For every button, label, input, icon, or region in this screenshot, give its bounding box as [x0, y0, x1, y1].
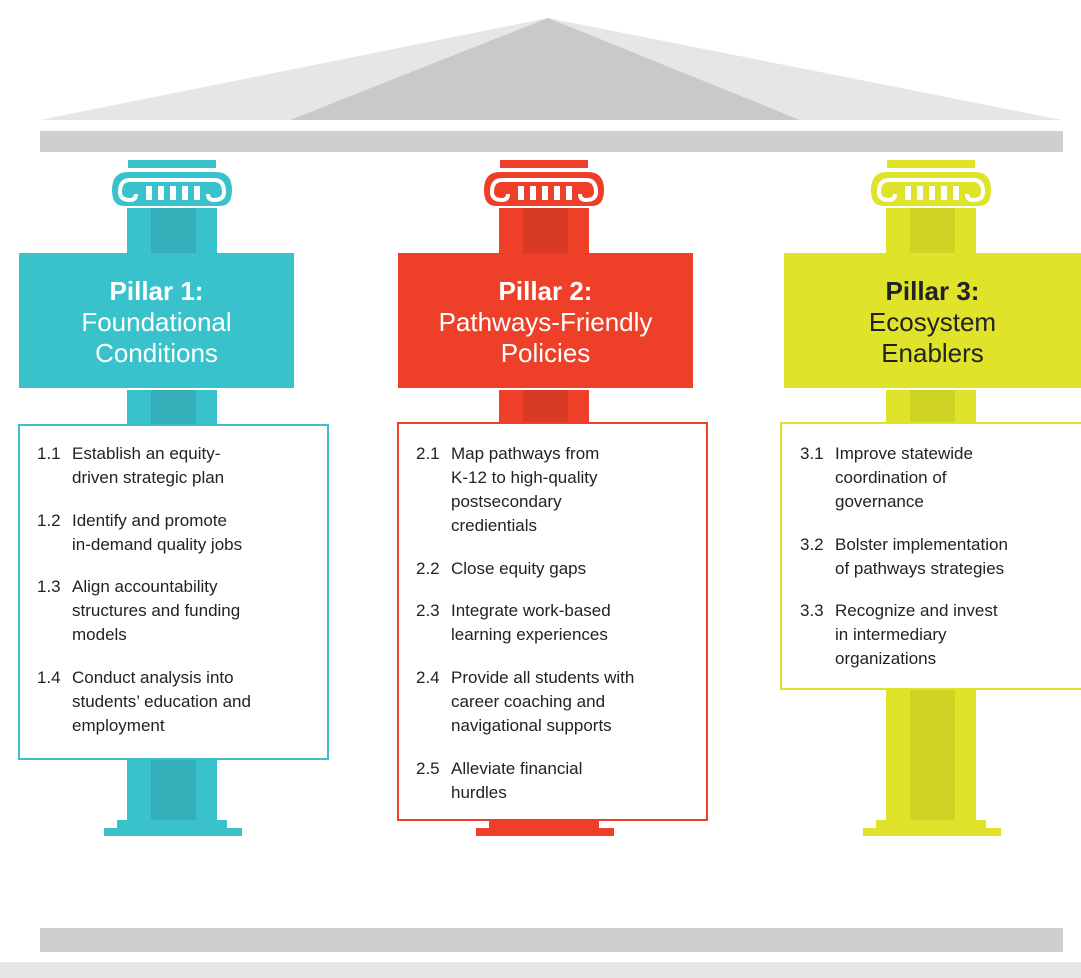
pillar-1-name-line-1: Foundational [81, 307, 232, 337]
item-text-line: Map pathways from [451, 444, 600, 463]
item-text-line: learning experiences [451, 625, 608, 644]
pillar-2-item-5: 2.5 Alleviate financial hurdles [416, 757, 701, 805]
item-text-line: Improve statewide [835, 444, 973, 463]
pillar-1-name-line-2: Conditions [95, 338, 218, 368]
item-text-line: navigational supports [451, 716, 612, 735]
item-number: 1.2 [37, 511, 61, 530]
item-number: 3.3 [800, 601, 824, 620]
item-text-line: Identify and promote [72, 511, 227, 530]
item-number: 3.2 [800, 535, 824, 554]
item-number: 2.2 [416, 559, 440, 578]
item-text-line: Align accountability [72, 577, 218, 596]
item-text-line: Close equity gaps [451, 559, 587, 578]
pillar-1-title-box [19, 253, 294, 388]
item-text-line: Integrate work-based [451, 601, 611, 620]
base-step-lower [0, 962, 1081, 978]
item-text-line: Establish an equity- [72, 444, 221, 463]
item-number: 1.4 [37, 668, 61, 687]
pillar-2-name-line-1: Pathways-Friendly [438, 307, 653, 337]
item-text-line: credientials [451, 516, 537, 535]
pillar-1-title: Pillar 1: Foundational Conditions [19, 276, 294, 369]
item-number: 3.1 [800, 444, 824, 463]
item-text-line: coordination of [835, 468, 947, 487]
item-text-line: hurdles [451, 783, 507, 802]
pillar-3-item-2: 3.2 Bolster implementation of pathways st… [800, 533, 1080, 581]
entablature [40, 131, 1063, 152]
pillar-1-item-3: 1.3 Align accountability structures and f… [37, 575, 322, 647]
pillar-3-title-box [784, 253, 1081, 388]
item-text-line: governance [835, 492, 924, 511]
pillar-1-item-1: 1.1 Establish an equity-driven strategic… [37, 442, 322, 490]
pillar-2-item-2: 2.2 Close equity gaps [416, 557, 701, 581]
item-text-line: postsecondary [451, 492, 562, 511]
item-text-line: of pathways strategies [835, 559, 1005, 578]
item-number: 1.1 [37, 444, 61, 463]
item-text-line: in intermediary [835, 625, 947, 644]
item-text-line: in-demand quality jobs [72, 535, 243, 554]
pillar-1-label: Pillar 1: [109, 276, 204, 306]
pillar-2-name-line-2: Policies [500, 338, 591, 368]
item-number: 2.4 [416, 668, 440, 687]
pillar-2-item-3: 2.3 Integrate work-based learning experie… [416, 599, 701, 647]
item-text-line: organizations [835, 649, 937, 668]
item-text-line: employment [72, 716, 165, 735]
pillar-1-item-2: 1.2 Identify and promote in-demand qualit… [37, 509, 322, 557]
pillar-3-name-line-2: Enablers [881, 338, 984, 368]
item-text-line: Bolster implementation [835, 535, 1008, 554]
pillar-2-title-box [398, 253, 693, 388]
pillar-3-title: Pillar 3: Ecosystem Enablers [784, 276, 1081, 369]
pillar-1-item-4: 1.4 Conduct analysis into students’ educa… [37, 666, 322, 738]
item-text-line: students’ education and [72, 692, 251, 711]
pillar-2-label: Pillar 2: [498, 276, 593, 306]
item-number: 2.3 [416, 601, 440, 620]
pillar-1-card [18, 424, 329, 760]
pillar-3-item-1: 3.1 Improve statewide coordination of gove… [800, 442, 1080, 514]
item-text-line: Conduct analysis into [72, 668, 234, 687]
item-number: 1.3 [37, 577, 61, 596]
item-text-line: structures and funding [72, 601, 241, 620]
item-number: 2.1 [416, 444, 440, 463]
base-step-upper [40, 928, 1063, 952]
item-text-line: Provide all students with [451, 668, 635, 687]
roof-shade [290, 18, 800, 120]
column-3 [863, 160, 1001, 836]
item-text-line: Alleviate financial [451, 759, 583, 778]
pillar-2-card [397, 422, 708, 821]
pillar-2-title: Pillar 2: Pathways-Friendly Policies [398, 276, 693, 369]
item-text-line: models [72, 625, 127, 644]
pillar-3-item-3: 3.3 Recognize and invest in intermediary o… [800, 599, 1080, 671]
item-text-line: career coaching and [451, 692, 606, 711]
pillar-2-item-4: 2.4 Provide all students with career coac… [416, 666, 701, 738]
item-number: 2.5 [416, 759, 440, 778]
item-text-line: Recognize and invest [835, 601, 998, 620]
item-text-line: K-12 to high-quality [451, 468, 598, 487]
pillar-3-label: Pillar 3: [885, 276, 980, 306]
pillar-3-name-line-1: Ecosystem [868, 307, 997, 337]
item-text-line: driven strategic plan [72, 468, 225, 487]
pillar-3-card [780, 422, 1081, 690]
